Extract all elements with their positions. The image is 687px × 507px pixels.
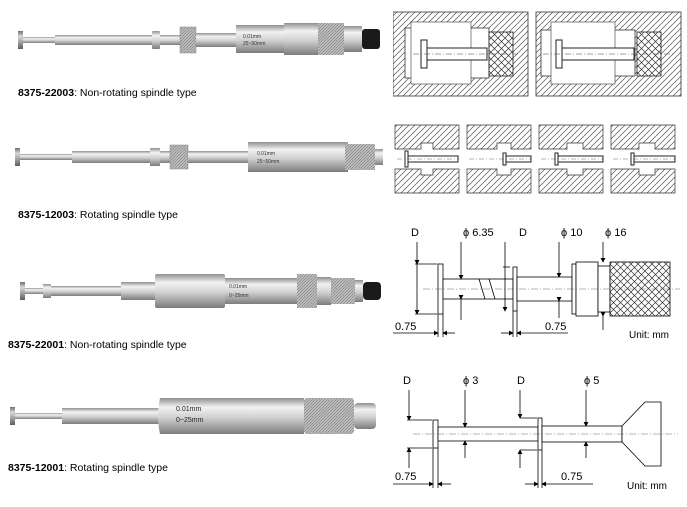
bore-section-diagram-2 (394, 124, 676, 194)
product-code: 8375-12003 (18, 209, 75, 221)
product-desc: : Rotating spindle type (74, 209, 178, 221)
section-panel (393, 11, 529, 97)
dimension-label-phi1: ϕ 6.35 (463, 227, 494, 239)
micrometer-image: 0.01mm 25~50mm (18, 23, 380, 55)
product-code: 8375-22003 (18, 87, 75, 99)
product-caption: 8375-12001: Rotating spindle type (8, 462, 168, 474)
scale-label: 0.01mm (243, 34, 261, 40)
dimension-label-d2: D (517, 375, 525, 387)
product-code: 8375-22001 (8, 339, 65, 351)
range-label: 25~50mm (257, 159, 279, 165)
dimension-label-075-right: 0.75 (545, 321, 566, 333)
section-panel (538, 124, 604, 194)
dimension-label-phi3: ϕ 16 (605, 227, 626, 239)
product-8375-12003: 0.01mm 25~50mm 8375-12003: Rotating spin… (0, 118, 390, 228)
section-panel (610, 124, 676, 194)
product-8375-12001: 0.01mm 0~25mm 8375-12001: Rotating spind… (0, 370, 390, 485)
scale-label: 0.01mm (229, 284, 247, 290)
product-desc: : Non-rotating spindle type (74, 87, 197, 99)
scale-label: 0.01mm (176, 406, 201, 413)
micrometer-image: 0.01mm 0~25mm (10, 398, 376, 434)
product-desc: : Rotating spindle type (64, 462, 168, 474)
unit-label: Unit: mm (629, 330, 669, 341)
dimension-label-phi2: ϕ 5 (584, 375, 599, 387)
dimension-label-phi1: ϕ 3 (463, 375, 478, 387)
micrometer-image: 0.01mm 0~25mm (20, 274, 381, 308)
dimension-label-d1: D (411, 227, 419, 239)
range-label: 0~25mm (176, 417, 204, 424)
product-caption: 8375-12003: Rotating spindle type (18, 209, 178, 221)
bore-section-diagram-1 (393, 11, 682, 97)
scale-label: 0.01mm (257, 151, 275, 157)
product-desc: : Non-rotating spindle type (64, 339, 187, 351)
micrometer-image: 0.01mm 25~50mm (15, 142, 383, 172)
dimension-label-d2: D (519, 227, 527, 239)
section-panel (394, 124, 460, 194)
product-caption: 8375-22001: Non-rotating spindle type (8, 339, 187, 351)
dimension-label-phi2: ϕ 10 (561, 227, 582, 239)
product-8375-22001: 0.01mm 0~25mm 8375-22001: Non-rotating s… (0, 242, 390, 357)
section-panel (466, 124, 532, 194)
product-8375-22003: 0.01mm 25~50mm 8375-22003: Non-rotating … (0, 0, 390, 110)
product-code: 8375-12001 (8, 462, 65, 474)
dimension-label-d1: D (403, 375, 411, 387)
range-label: 25~50mm (243, 41, 265, 47)
dimension-diagram-3: D ϕ 6.35 D ϕ 10 ϕ 16 0.75 0.75 Unit: mm (393, 227, 680, 341)
unit-label: Unit: mm (627, 481, 667, 492)
section-panel (535, 11, 682, 97)
dimension-label-075-left: 0.75 (395, 471, 416, 483)
dimension-diagram-4: D ϕ 3 D ϕ 5 0.75 0.75 Unit: mm (393, 375, 678, 492)
dimension-label-075-right: 0.75 (561, 471, 582, 483)
range-label: 0~25mm (229, 293, 249, 299)
product-caption: 8375-22003: Non-rotating spindle type (18, 87, 197, 99)
dimension-label-075-left: 0.75 (395, 321, 416, 333)
